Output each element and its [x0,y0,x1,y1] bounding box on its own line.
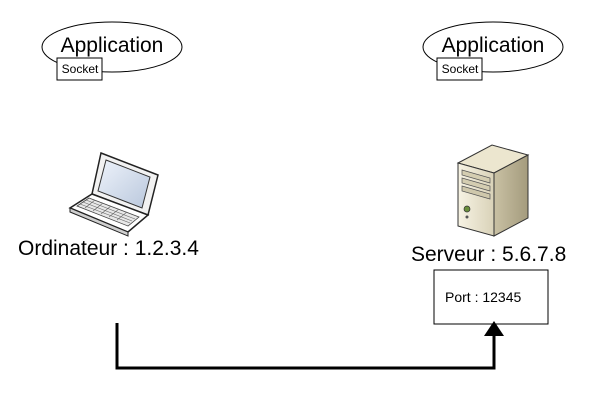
connection-arrow-head [484,321,504,336]
client-application-label: Application [60,34,164,57]
server-socket-box [436,57,483,81]
client-host-label: Ordinateur : 1.2.3.4 [18,237,199,260]
client-socket-box [56,57,103,81]
server-application-label: Application [441,34,545,57]
server-host-label: Serveur : 5.6.7.8 [411,243,567,266]
connection-arrow-line [115,323,496,370]
laptop-icon [68,151,159,237]
server-port-label: Port : 12345 [445,289,522,305]
client-socket-label: Socket [61,62,99,76]
server-tower-icon [456,144,530,237]
server-port-box [433,269,549,325]
server-socket-label: Socket [441,62,479,76]
